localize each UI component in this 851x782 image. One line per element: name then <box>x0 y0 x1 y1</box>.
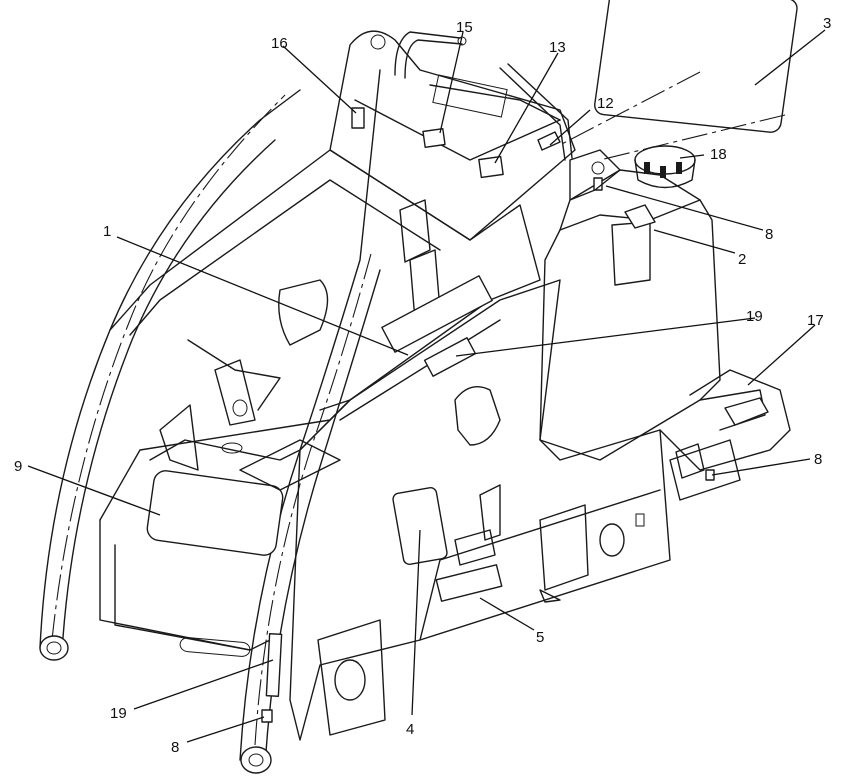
decal-19-upper <box>423 337 477 377</box>
fuel-cap <box>634 145 696 189</box>
leader-lines <box>27 29 826 743</box>
callout-9: 9 <box>14 458 22 475</box>
decal-17 <box>724 397 769 426</box>
decal-3 <box>594 0 798 133</box>
callout-4: 4 <box>406 721 414 738</box>
callout-16: 16 <box>271 35 288 52</box>
right-lift-arm <box>239 69 381 774</box>
callout-13: 13 <box>549 39 566 56</box>
callout-2: 2 <box>738 251 746 268</box>
callout-labels: 1 2 3 4 5 8 8 8 9 12 13 15 16 17 18 19 1… <box>14 15 831 756</box>
callout-15: 15 <box>456 19 473 36</box>
decal-1 <box>381 275 493 353</box>
upper-tower <box>329 30 576 241</box>
main-frame <box>99 149 541 657</box>
callout-17: 17 <box>807 312 824 329</box>
callout-12: 12 <box>597 95 614 112</box>
decal-2 <box>624 204 656 229</box>
callout-1: 1 <box>103 223 111 240</box>
fuel-tank <box>539 145 721 461</box>
decal-8-lower <box>261 709 273 723</box>
callout-3: 3 <box>823 15 831 32</box>
callout-8-right: 8 <box>814 451 822 468</box>
decal-12 <box>537 131 561 151</box>
callout-8-upper: 8 <box>765 226 773 243</box>
callout-19-lower: 19 <box>110 705 127 722</box>
decal-13 <box>478 155 504 179</box>
decal-4 <box>392 486 448 566</box>
rear-deck <box>659 369 791 501</box>
decal-15 <box>422 127 446 149</box>
callout-18: 18 <box>710 146 727 163</box>
decal-19-lower <box>265 633 283 697</box>
decal-16 <box>351 107 365 129</box>
callout-8-lower: 8 <box>171 739 179 756</box>
side-panel <box>261 275 671 741</box>
decal-9 <box>146 470 284 556</box>
decal-5 <box>435 564 503 602</box>
callout-19-upper: 19 <box>746 308 763 325</box>
callout-5: 5 <box>536 629 544 646</box>
